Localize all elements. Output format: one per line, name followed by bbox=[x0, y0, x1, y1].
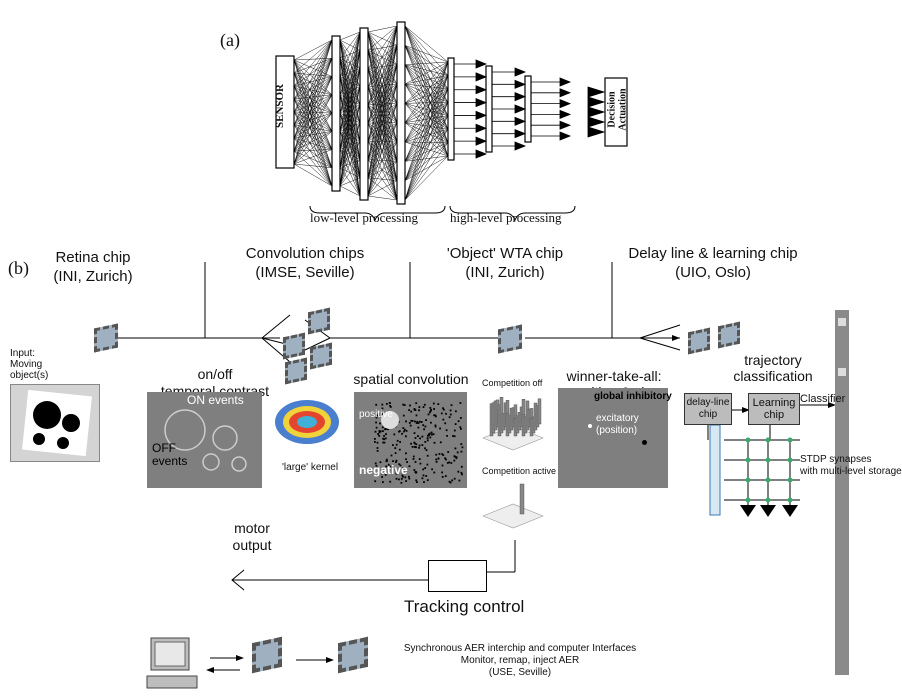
tracking-control-label: Tracking control bbox=[404, 597, 524, 617]
competition-off-plot bbox=[478, 388, 548, 458]
motor-output-label: motor output bbox=[222, 520, 282, 554]
input-line2: Moving bbox=[10, 359, 48, 370]
motor-line2: output bbox=[222, 537, 282, 554]
aer-line1: Synchronous AER interchip and computer I… bbox=[380, 643, 660, 655]
retina-chip-icon bbox=[94, 323, 118, 352]
competition-active-plot bbox=[478, 476, 548, 540]
aer-interfaces-label: Synchronous AER interchip and computer I… bbox=[380, 643, 660, 679]
conv-chip-icon-3 bbox=[310, 343, 332, 370]
delay-chip-line2: chip bbox=[685, 409, 731, 421]
on-events-label: ON events bbox=[187, 394, 244, 407]
excitatory-dot bbox=[588, 424, 592, 428]
classifier-label: Classifier bbox=[800, 392, 845, 407]
aer-chip-icon-2 bbox=[338, 637, 368, 673]
aer-chip-icon-1 bbox=[252, 637, 282, 673]
input-label: Input: Moving object(s) bbox=[10, 348, 48, 381]
wta-panel: global inhibitory excitatory (position) bbox=[558, 388, 668, 488]
temporal-line1: on/off bbox=[150, 366, 280, 383]
aer-line3: (USE, Seville) bbox=[380, 667, 660, 679]
moving-objects-graphic bbox=[11, 385, 99, 461]
trajectory-label: trajectory classification bbox=[728, 352, 818, 384]
positive-label: positive bbox=[359, 408, 393, 421]
input-line3: object(s) bbox=[10, 370, 48, 381]
delay-chip-line1: delay-line bbox=[685, 397, 731, 409]
inhibitory-dot bbox=[642, 440, 647, 445]
stdp-line2: with multi-level storage bbox=[800, 466, 902, 478]
spatial-convolution-label: spatial convolution bbox=[346, 370, 476, 389]
stdp-label: STDP synapses with multi-level storage bbox=[800, 454, 902, 478]
conv-chip-icon-1 bbox=[308, 308, 330, 335]
wta-line1: winner-take-all: bbox=[558, 368, 670, 384]
classifier-bar bbox=[835, 310, 849, 675]
conv-chip-icon-4 bbox=[285, 358, 307, 385]
delay-chip-icon-1 bbox=[688, 328, 710, 355]
trajectory-line1: trajectory bbox=[728, 352, 818, 368]
trajectory-line2: classification bbox=[728, 368, 818, 384]
conv-chip-icon-2 bbox=[283, 333, 305, 360]
temporal-contrast-panel: ON events OFF events bbox=[147, 392, 262, 488]
wta-chip-icon bbox=[498, 324, 522, 353]
learning-chip-box: Learning chip bbox=[748, 393, 800, 425]
input-scene-image bbox=[10, 384, 100, 462]
spatial-convolution-panel: positive negative bbox=[354, 392, 467, 488]
learning-chip-line2: chip bbox=[749, 409, 799, 421]
kernel-label: 'large' kernel bbox=[282, 462, 338, 473]
input-line1: Input: bbox=[10, 348, 48, 359]
stdp-line1: STDP synapses bbox=[800, 454, 902, 466]
negative-label: negative bbox=[359, 464, 408, 477]
delay-line-chip-box: delay-line chip bbox=[684, 393, 732, 425]
position-label: (position) bbox=[596, 424, 637, 437]
tracking-control-box bbox=[428, 560, 487, 592]
kernel-surface-plot bbox=[272, 394, 342, 450]
learning-chip-line1: Learning bbox=[749, 397, 799, 409]
computer-icon bbox=[143, 636, 203, 691]
motor-line1: motor bbox=[222, 520, 282, 537]
delay-chip-icon-2 bbox=[718, 322, 740, 349]
off-events-label-2: events bbox=[152, 455, 187, 468]
aer-line2: Monitor, remap, inject AER bbox=[380, 655, 660, 667]
global-inhibitory-label: global inhibitory bbox=[594, 390, 672, 403]
